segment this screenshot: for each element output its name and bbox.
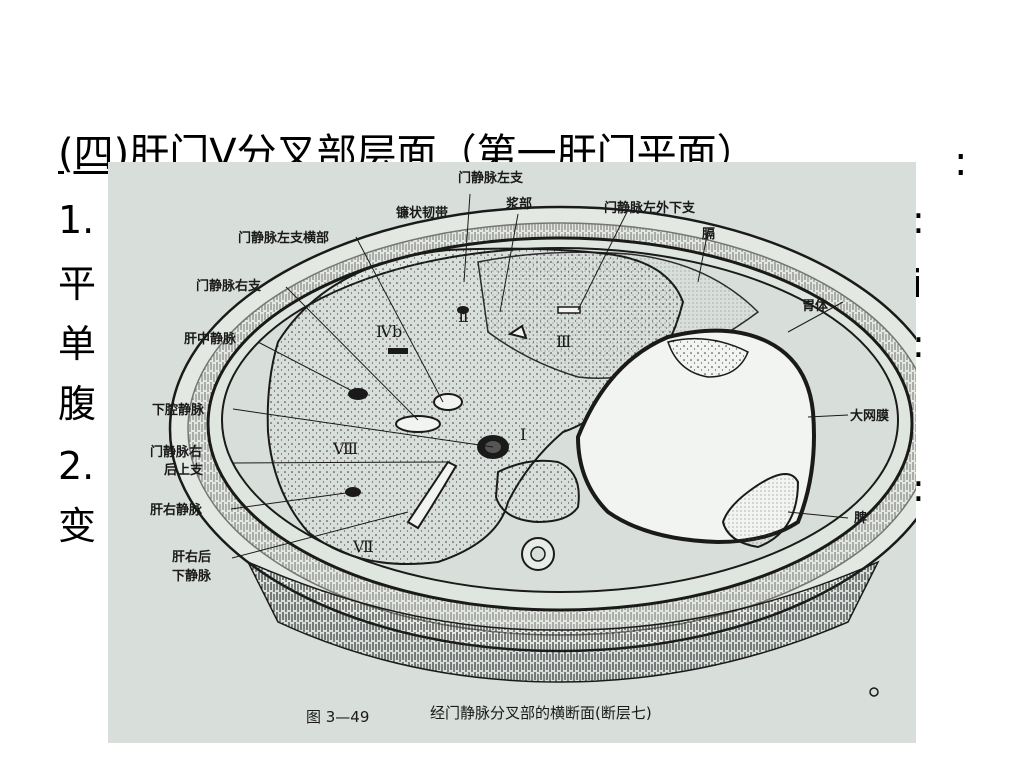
- body-line: 腹: [58, 382, 97, 426]
- label-portal-left-outer-lower: 门静脉左外下支: [604, 200, 696, 216]
- label-greater-omentum: 大网膜: [850, 408, 889, 424]
- vessels: [345, 306, 581, 530]
- spleen: [721, 473, 800, 549]
- segment-3: Ⅲ: [556, 332, 571, 351]
- body-line: 平: [58, 262, 97, 306]
- label-falciform-ligament: 镰状韧带: [395, 205, 448, 221]
- label-middle-hepatic-vein: 肝中静脉: [184, 331, 237, 347]
- vertebra: [494, 459, 580, 571]
- right-fragment: i: [912, 262, 923, 306]
- segment-7: Ⅶ: [352, 537, 374, 556]
- leader-lines: [230, 193, 849, 559]
- figure-labels: 门静脉左支 浆部 镰状韧带 门静脉左外下支 膈 门静脉左支横部 门静脉右支 胃体…: [150, 170, 889, 584]
- body-line: 2.: [58, 444, 95, 488]
- cross-section-illustration: Ⅳb Ⅱ Ⅲ Ⅰ Ⅷ Ⅶ: [150, 170, 916, 726]
- label-portal-right-post-sup-2: 后上支: [164, 462, 204, 478]
- segment-2: Ⅱ: [458, 307, 469, 326]
- label-ivc: 下腔静脉: [152, 402, 205, 418]
- anatomy-figure: Ⅳb Ⅱ Ⅲ Ⅰ Ⅷ Ⅶ: [108, 162, 916, 743]
- back-muscles: [246, 560, 880, 683]
- segment-1: Ⅰ: [520, 425, 526, 444]
- segment-labels: Ⅳb Ⅱ Ⅲ Ⅰ Ⅷ Ⅶ: [332, 307, 571, 556]
- label-stomach-body: 胃体: [802, 298, 829, 314]
- label-spleen: 脾: [854, 510, 867, 526]
- label-diaphragm: 膈: [701, 226, 715, 242]
- segment-8: Ⅷ: [332, 439, 358, 458]
- label-portal-left-branch: 门静脉左支: [458, 170, 524, 186]
- label-right-post-inf-hv-2: 下静脉: [172, 568, 212, 584]
- label-right-hepatic-vein: 肝右静脉: [150, 502, 203, 518]
- label-portal-right-branch: 门静脉右支: [196, 278, 262, 294]
- body-line: 单: [58, 322, 97, 366]
- body-line: 变: [58, 504, 97, 548]
- label-portal-left-transverse: 门静脉左支横部: [238, 230, 329, 246]
- segment-4b: Ⅳb: [376, 322, 402, 341]
- figure-caption-text: 经门静脉分叉部的横断面(断层七): [430, 704, 652, 722]
- title-colon: :: [954, 139, 968, 185]
- label-angle-part: 浆部: [505, 196, 532, 212]
- body-line: 1.: [58, 198, 95, 242]
- label-right-post-inf-hv-1: 肝右后: [172, 549, 211, 565]
- label-portal-right-post-sup-1: 门静脉右: [150, 444, 202, 460]
- figure-caption-number: 图 3—49: [306, 708, 369, 726]
